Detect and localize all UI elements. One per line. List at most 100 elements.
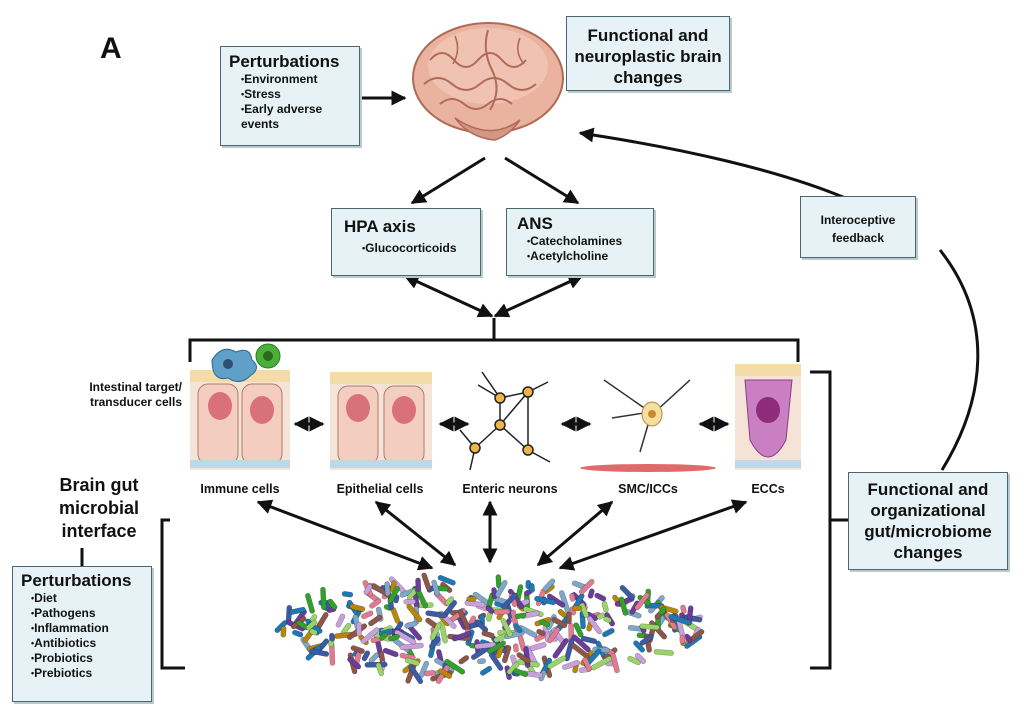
perturbations-box-bottom: Perturbations Diet Pathogens Inflammatio… xyxy=(12,566,152,702)
microbe xyxy=(579,602,589,618)
microbe xyxy=(350,645,365,654)
brain-changes-title: Functional and neuroplastic brain change… xyxy=(574,26,722,87)
microbe xyxy=(415,577,422,592)
microbe xyxy=(513,668,529,678)
microbe xyxy=(309,648,330,657)
microbe xyxy=(487,640,506,655)
microbe xyxy=(594,592,607,602)
microbe xyxy=(289,606,306,615)
microbe xyxy=(361,650,371,662)
microbe xyxy=(501,592,518,610)
microbe xyxy=(470,646,489,660)
microbe xyxy=(514,612,527,620)
ans-title: ANS xyxy=(517,214,553,233)
brain-changes-box: Functional and neuroplastic brain change… xyxy=(566,16,730,91)
microbe xyxy=(536,628,546,637)
microbe xyxy=(387,585,401,604)
microbe xyxy=(457,608,471,630)
microbe xyxy=(445,596,455,606)
microbe xyxy=(500,618,513,638)
microbe xyxy=(320,586,327,611)
microbe xyxy=(627,655,641,666)
microbe xyxy=(547,627,561,644)
ans-box: ANS Catecholamines Acetylcholine xyxy=(506,208,654,276)
microbe xyxy=(639,623,660,631)
smc-icc-illustration xyxy=(580,379,716,472)
intestinal-target-label: Intestinal target/ transducer cells xyxy=(89,380,182,409)
microbe xyxy=(329,632,335,642)
microbe xyxy=(551,616,568,629)
microbe xyxy=(438,620,448,644)
microbe xyxy=(552,638,569,659)
microbe xyxy=(684,633,693,643)
cell-label-immune: Immune cells xyxy=(200,482,280,496)
microbe xyxy=(368,614,383,627)
epithelial-cells-illustration xyxy=(330,372,432,470)
immune-cells-illustration xyxy=(190,343,290,470)
perturbations-box-top: Perturbations Environment Stress Early a… xyxy=(220,46,360,146)
ecc-illustration xyxy=(735,364,801,470)
interoceptive-feedback-box: Interoceptive feedback xyxy=(800,196,916,258)
hpa-axis-item: Glucocorticoids xyxy=(344,241,468,256)
perturbation-top-item: Environment xyxy=(229,72,351,87)
interface-label: Brain gut microbial interface xyxy=(58,475,140,541)
microbe xyxy=(384,581,391,597)
perturbation-bottom-item: Prebiotics xyxy=(21,666,143,681)
microbe xyxy=(601,601,609,613)
cell-label-ecc: ECCs xyxy=(751,482,785,496)
microbe xyxy=(618,596,629,616)
microbe xyxy=(634,592,650,611)
microbe xyxy=(431,579,440,597)
microbe xyxy=(633,640,646,653)
microbe xyxy=(573,622,584,638)
perturbation-top-item: Stress xyxy=(229,87,351,102)
microbe xyxy=(444,658,466,675)
microbe xyxy=(451,631,472,642)
microbe xyxy=(539,619,551,628)
perturbation-bottom-item: Inflammation xyxy=(21,621,143,636)
microbe xyxy=(360,610,374,620)
microbe xyxy=(335,613,346,628)
connector-arrows xyxy=(80,90,980,670)
microbe xyxy=(474,641,497,650)
microbe xyxy=(493,608,511,615)
microbe xyxy=(458,655,470,665)
microbe xyxy=(547,655,567,669)
microbe xyxy=(501,645,512,664)
microbe xyxy=(680,604,687,614)
microbe xyxy=(360,627,380,644)
interoceptive-feedback-label: Interoceptive feedback xyxy=(820,213,896,245)
microbe xyxy=(570,643,590,659)
microbe xyxy=(485,605,495,614)
microbe xyxy=(369,598,382,609)
microbe xyxy=(404,620,418,629)
microbe xyxy=(382,647,399,658)
microbe xyxy=(309,628,318,636)
microbe xyxy=(529,583,535,593)
microbe xyxy=(571,634,591,653)
microbe xyxy=(437,668,453,679)
microbe xyxy=(347,656,362,670)
microbe xyxy=(379,632,388,641)
cell-label-smc: SMC/ICCs xyxy=(618,482,678,496)
microbe xyxy=(477,658,487,665)
microbe xyxy=(421,572,432,591)
microbe xyxy=(406,603,423,623)
microbe xyxy=(578,578,595,595)
microbe xyxy=(610,653,620,674)
microbe xyxy=(363,583,373,595)
microbe xyxy=(587,588,595,599)
microbe xyxy=(602,627,615,638)
microbe xyxy=(341,591,354,598)
microbe xyxy=(566,611,572,625)
microbe xyxy=(619,584,635,601)
microbe xyxy=(596,612,606,620)
microbe xyxy=(512,643,519,653)
microbe xyxy=(429,622,442,641)
microbe xyxy=(404,657,420,666)
gut-changes-box: Functional and organizational gut/microb… xyxy=(848,472,1008,570)
hpa-axis-box: HPA axis Glucocorticoids xyxy=(331,208,481,276)
perturbations-top-title: Perturbations xyxy=(229,52,340,71)
cell-label-enteric: Enteric neurons xyxy=(462,482,558,496)
